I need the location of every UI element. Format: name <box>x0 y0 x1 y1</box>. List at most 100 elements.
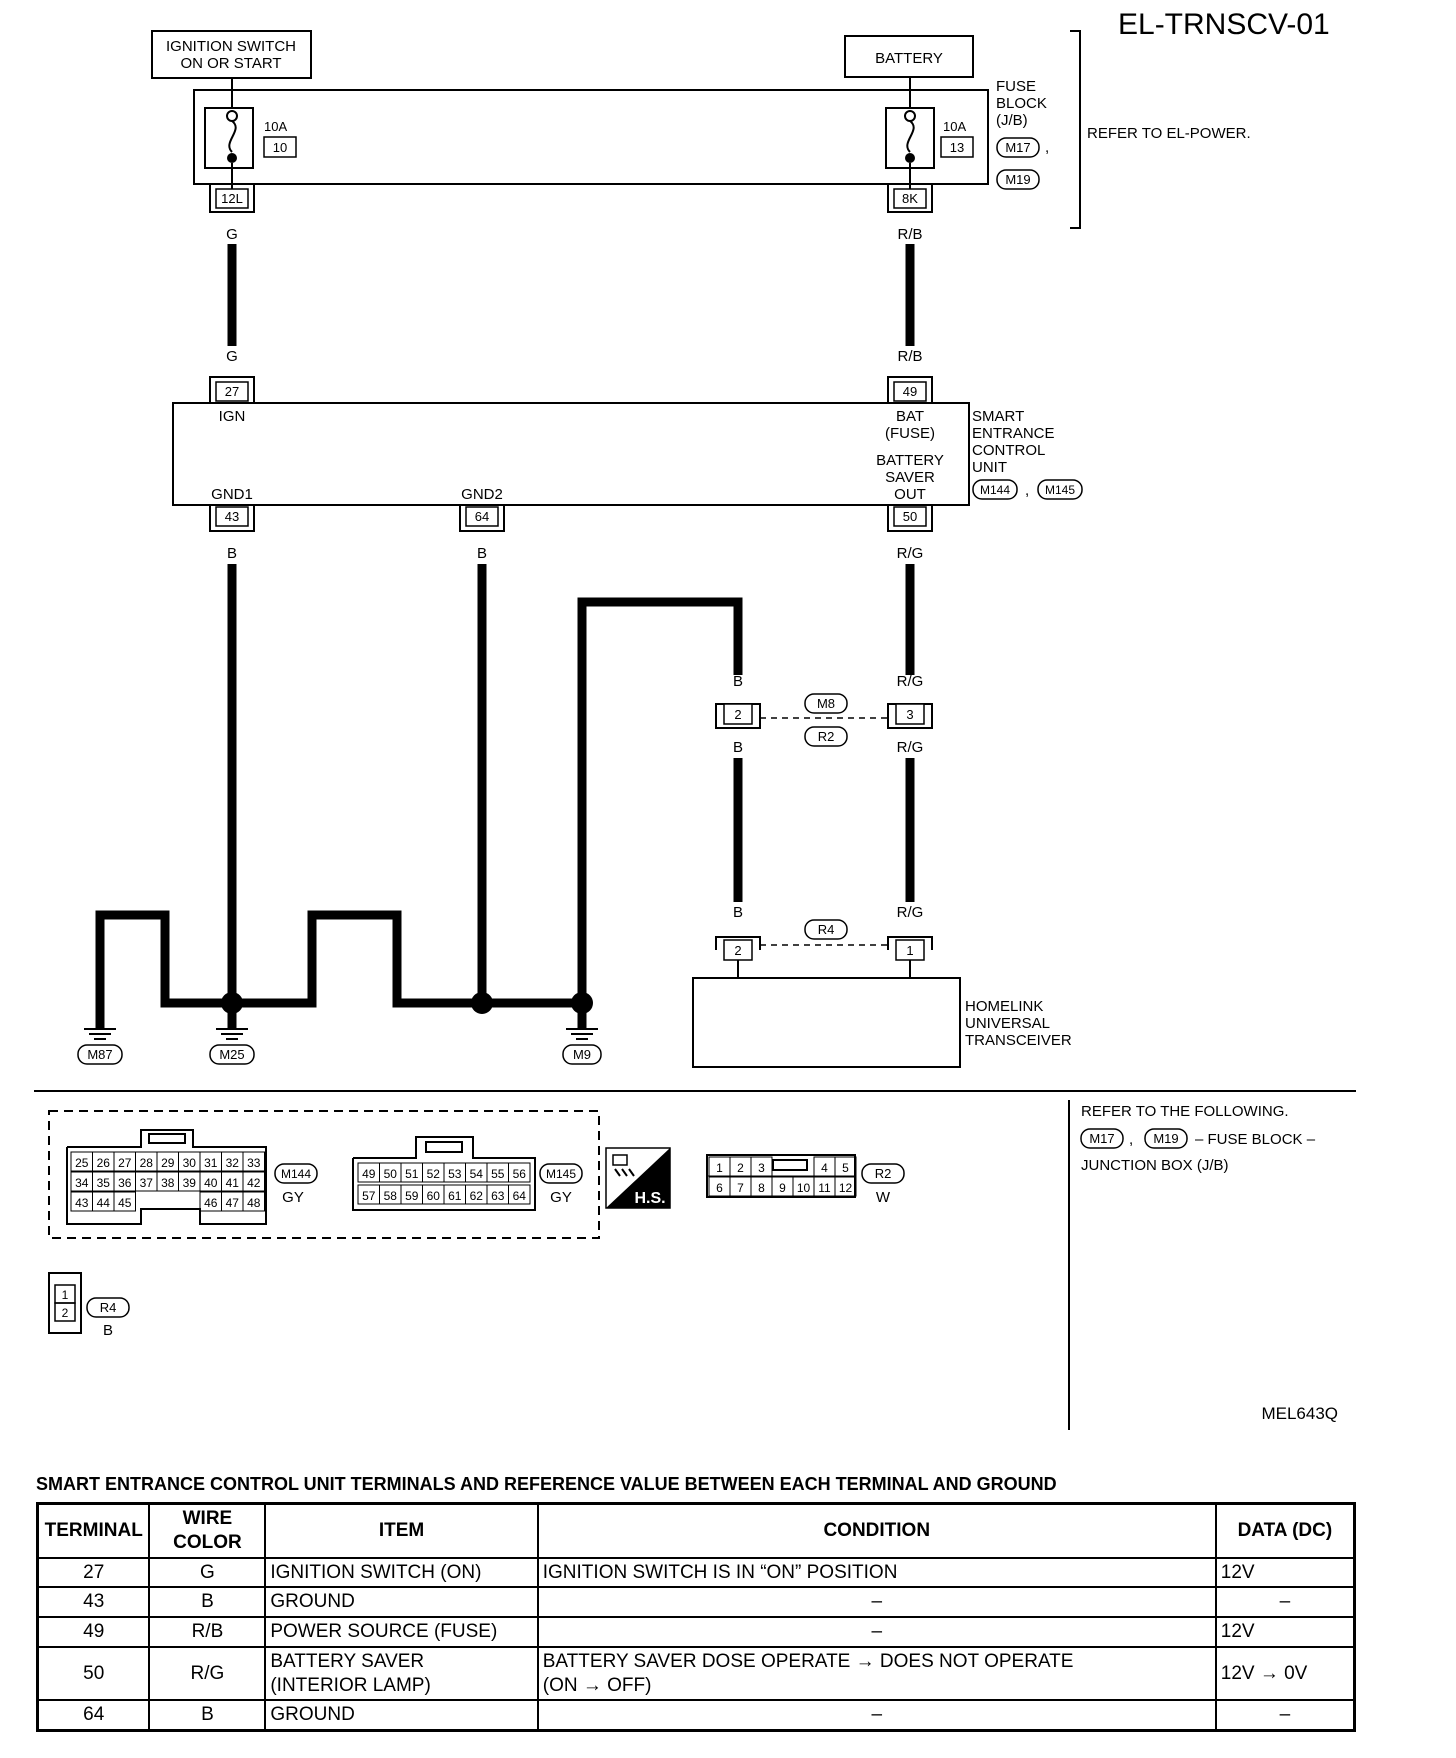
pin-label: 58 <box>384 1189 398 1203</box>
pin-label: 25 <box>75 1156 89 1170</box>
cell-wire: B <box>148 1586 267 1618</box>
pin-label: 4 <box>821 1161 828 1175</box>
pin-label: 47 <box>226 1196 240 1210</box>
cell-condition: – <box>536 1616 1217 1648</box>
pin-cell <box>242 1191 265 1212</box>
fuse-left-num: 10 <box>273 140 287 155</box>
pin-label: 61 <box>448 1189 462 1203</box>
homelink-transceiver <box>692 977 961 1068</box>
ground-m9: M9 <box>573 1047 591 1062</box>
refer-note-m19: M19 <box>1153 1131 1178 1146</box>
pin-label: 2 <box>737 1161 744 1175</box>
table-row: 64 B GROUND – – <box>36 1699 1356 1732</box>
pin-saver-label-3: OUT <box>894 486 926 503</box>
pin-cell <box>242 1151 265 1172</box>
cell-item: GROUND <box>264 1699 539 1732</box>
pin-label: 8 <box>758 1181 765 1195</box>
fuse-right-num: 13 <box>950 140 964 155</box>
terminal-table: TERMINAL WIRE COLOR ITEM CONDITION DATA … <box>36 1502 1356 1732</box>
pin-label: 30 <box>183 1156 197 1170</box>
cell-data: – <box>1214 1586 1356 1618</box>
terminal-8k: 8K <box>902 191 918 206</box>
pin-label: 32 <box>226 1156 240 1170</box>
pin-label: 49 <box>362 1167 376 1181</box>
cell-condition: – <box>536 1586 1217 1618</box>
wire-color-rb-bottom: R/B <box>897 348 922 365</box>
connector-m144 <box>66 1129 267 1225</box>
cell-wire: B <box>148 1699 267 1732</box>
connector-r4 <box>48 1272 82 1334</box>
homelink-connector-r4: R4 <box>818 922 835 937</box>
pin-label: 7 <box>737 1181 744 1195</box>
table-row: 49 R/B POWER SOURCE (FUSE) – 12V <box>36 1616 1356 1648</box>
table-row: 50 R/G BATTERY SAVER(INTERIOR LAMP) BATT… <box>36 1645 1356 1702</box>
terminal-49: 49 <box>903 384 917 399</box>
pin-label: 12 <box>839 1181 853 1195</box>
ground-symbol-m25 <box>216 1028 248 1040</box>
table-title: SMART ENTRANCE CONTROL UNIT TERMINALS AN… <box>36 1474 1057 1494</box>
connector-icon <box>612 1154 628 1166</box>
pin-label: 64 <box>513 1189 527 1203</box>
control-unit-label-4: UNIT <box>972 459 1007 476</box>
wire-color-rg-hl: R/G <box>897 904 924 921</box>
cell-wire: G <box>148 1556 267 1589</box>
wire-color-rb-top: R/B <box>897 226 922 243</box>
wire-color-b-g4: B <box>307 957 317 974</box>
wire-color-b-g5: B <box>392 957 402 974</box>
cell-item: POWER SOURCE (FUSE) <box>264 1616 539 1648</box>
battery-box <box>844 35 974 78</box>
pin-label: 56 <box>513 1167 527 1181</box>
pin-label: 53 <box>448 1167 462 1181</box>
control-unit-connector-m145: M145 <box>1045 483 1075 497</box>
ignition-label-1: IGNITION SWITCH <box>166 38 296 55</box>
pin-label: 37 <box>140 1176 154 1190</box>
wire-color-b-jc-top: B <box>733 673 743 690</box>
pin-label: 54 <box>470 1167 484 1181</box>
cell-terminal: 49 <box>36 1616 151 1648</box>
fuse-left-amp: 10A <box>264 119 287 134</box>
cell-item-line-1: BATTERY SAVER <box>270 1650 425 1672</box>
pin-label: 34 <box>75 1176 89 1190</box>
smart-entrance-control-unit <box>172 402 970 506</box>
svg-text:,: , <box>1129 1131 1133 1148</box>
pin-cell <box>113 1191 136 1212</box>
cell-item-line-2: (INTERIOR LAMP) <box>270 1674 431 1696</box>
connector-m144-color: GY <box>282 1189 304 1206</box>
control-unit-label-2: ENTRANCE <box>972 425 1055 442</box>
wire-color-rg-50: R/G <box>897 545 924 562</box>
terminal-12l: 12L <box>221 191 243 206</box>
pin-label: 27 <box>118 1156 132 1170</box>
pin-label: 57 <box>362 1189 376 1203</box>
pin-label: 48 <box>247 1196 261 1210</box>
fuse-block-connector-m19: M19 <box>1005 172 1030 187</box>
table-row: 43 B GROUND – – <box>36 1586 1356 1618</box>
connector-m144-name: M144 <box>281 1167 311 1181</box>
refer-note-line-1: REFER TO THE FOLLOWING. <box>1081 1103 1289 1120</box>
ground-m25: M25 <box>219 1047 244 1062</box>
cell-condition: – <box>536 1699 1217 1732</box>
homelink-pin-2: 2 <box>734 943 741 958</box>
pin-label: 10 <box>797 1181 811 1195</box>
fuse-symbol-left <box>228 120 237 153</box>
homelink-label-2: UNIVERSAL <box>965 1015 1050 1032</box>
diagram-id: EL-TRNSCV-01 <box>1118 8 1330 41</box>
header-condition: CONDITION <box>536 1502 1217 1559</box>
pin-label: 62 <box>470 1189 484 1203</box>
jc-pin-3: 3 <box>906 707 913 722</box>
connector-r4-color: B <box>103 1322 113 1339</box>
pin-label: 60 <box>427 1189 441 1203</box>
pin-cell <box>242 1171 265 1192</box>
header-wire-color: WIRE COLOR <box>148 1502 267 1559</box>
pin-label: 43 <box>75 1196 89 1210</box>
pin-label: 36 <box>118 1176 132 1190</box>
connector-r4-name: R4 <box>100 1300 117 1315</box>
refer-bracket <box>1070 30 1081 229</box>
cell-terminal: 50 <box>36 1645 151 1702</box>
pin-label: 45 <box>118 1196 132 1210</box>
wire-color-b-jc-bottom: B <box>733 739 743 756</box>
fuse-right-amp: 10A <box>943 119 966 134</box>
terminal-64: 64 <box>475 509 489 524</box>
